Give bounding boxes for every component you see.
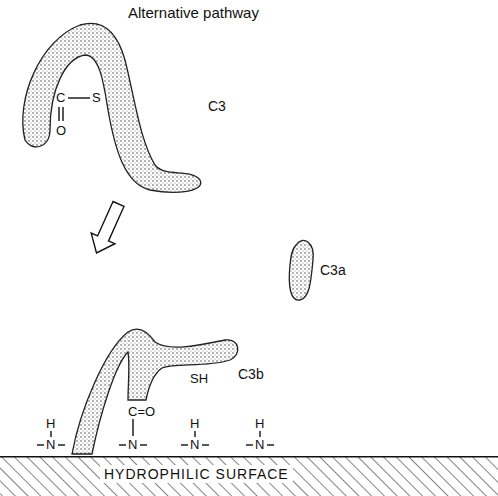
nh-bond <box>50 431 51 437</box>
surface-bond <box>119 444 126 445</box>
surface-bond <box>140 444 147 445</box>
surface-bond <box>37 444 44 445</box>
amide-bond <box>132 419 133 436</box>
chemical-group: H <box>255 416 264 431</box>
chemical-group: N <box>46 437 55 452</box>
surface-hatching <box>0 456 498 496</box>
c3-molecule: C3 <box>15 15 240 202</box>
protein-blob <box>23 23 201 192</box>
surface-bond <box>267 444 274 445</box>
node-outline <box>15 15 240 202</box>
chemical-group: N <box>128 437 137 452</box>
diagram-title: Alternative pathway <box>128 4 259 22</box>
molecule-name: C3 <box>208 98 226 114</box>
chemical-group: C=O <box>128 404 155 419</box>
reaction-arrow <box>91 202 124 253</box>
hydrophilic-surface: HYDROPHILIC SURFACE <box>0 456 498 496</box>
nh-bond <box>259 431 260 437</box>
protein-blob <box>72 329 238 454</box>
surface-bonds <box>37 444 274 445</box>
surface-bond <box>246 444 253 445</box>
chemical-group: C <box>56 90 65 105</box>
chemical-group: H <box>46 416 55 431</box>
chemical-group: N <box>190 437 199 452</box>
carbonyl-bond <box>58 107 59 121</box>
molecule-name: C3b <box>238 366 264 382</box>
protein-blob <box>289 240 313 300</box>
chemical-group: N <box>255 437 264 452</box>
chemical-group: S <box>92 90 101 105</box>
surface-edge <box>0 456 498 457</box>
c3a-fragment: C3a <box>285 232 355 305</box>
surface-bond <box>202 444 209 445</box>
surface-label: HYDROPHILIC SURFACE <box>100 465 293 483</box>
surface-bond <box>181 444 188 445</box>
chemical-group: SH <box>190 371 208 386</box>
molecule-name: C3a <box>320 262 346 278</box>
chemical-group: H <box>190 416 199 431</box>
carbonyl-bond <box>62 107 63 121</box>
thioester-bond <box>68 97 90 98</box>
surface-bond <box>58 444 65 445</box>
chemical-group: O <box>56 123 66 138</box>
nh-bond <box>194 431 195 437</box>
